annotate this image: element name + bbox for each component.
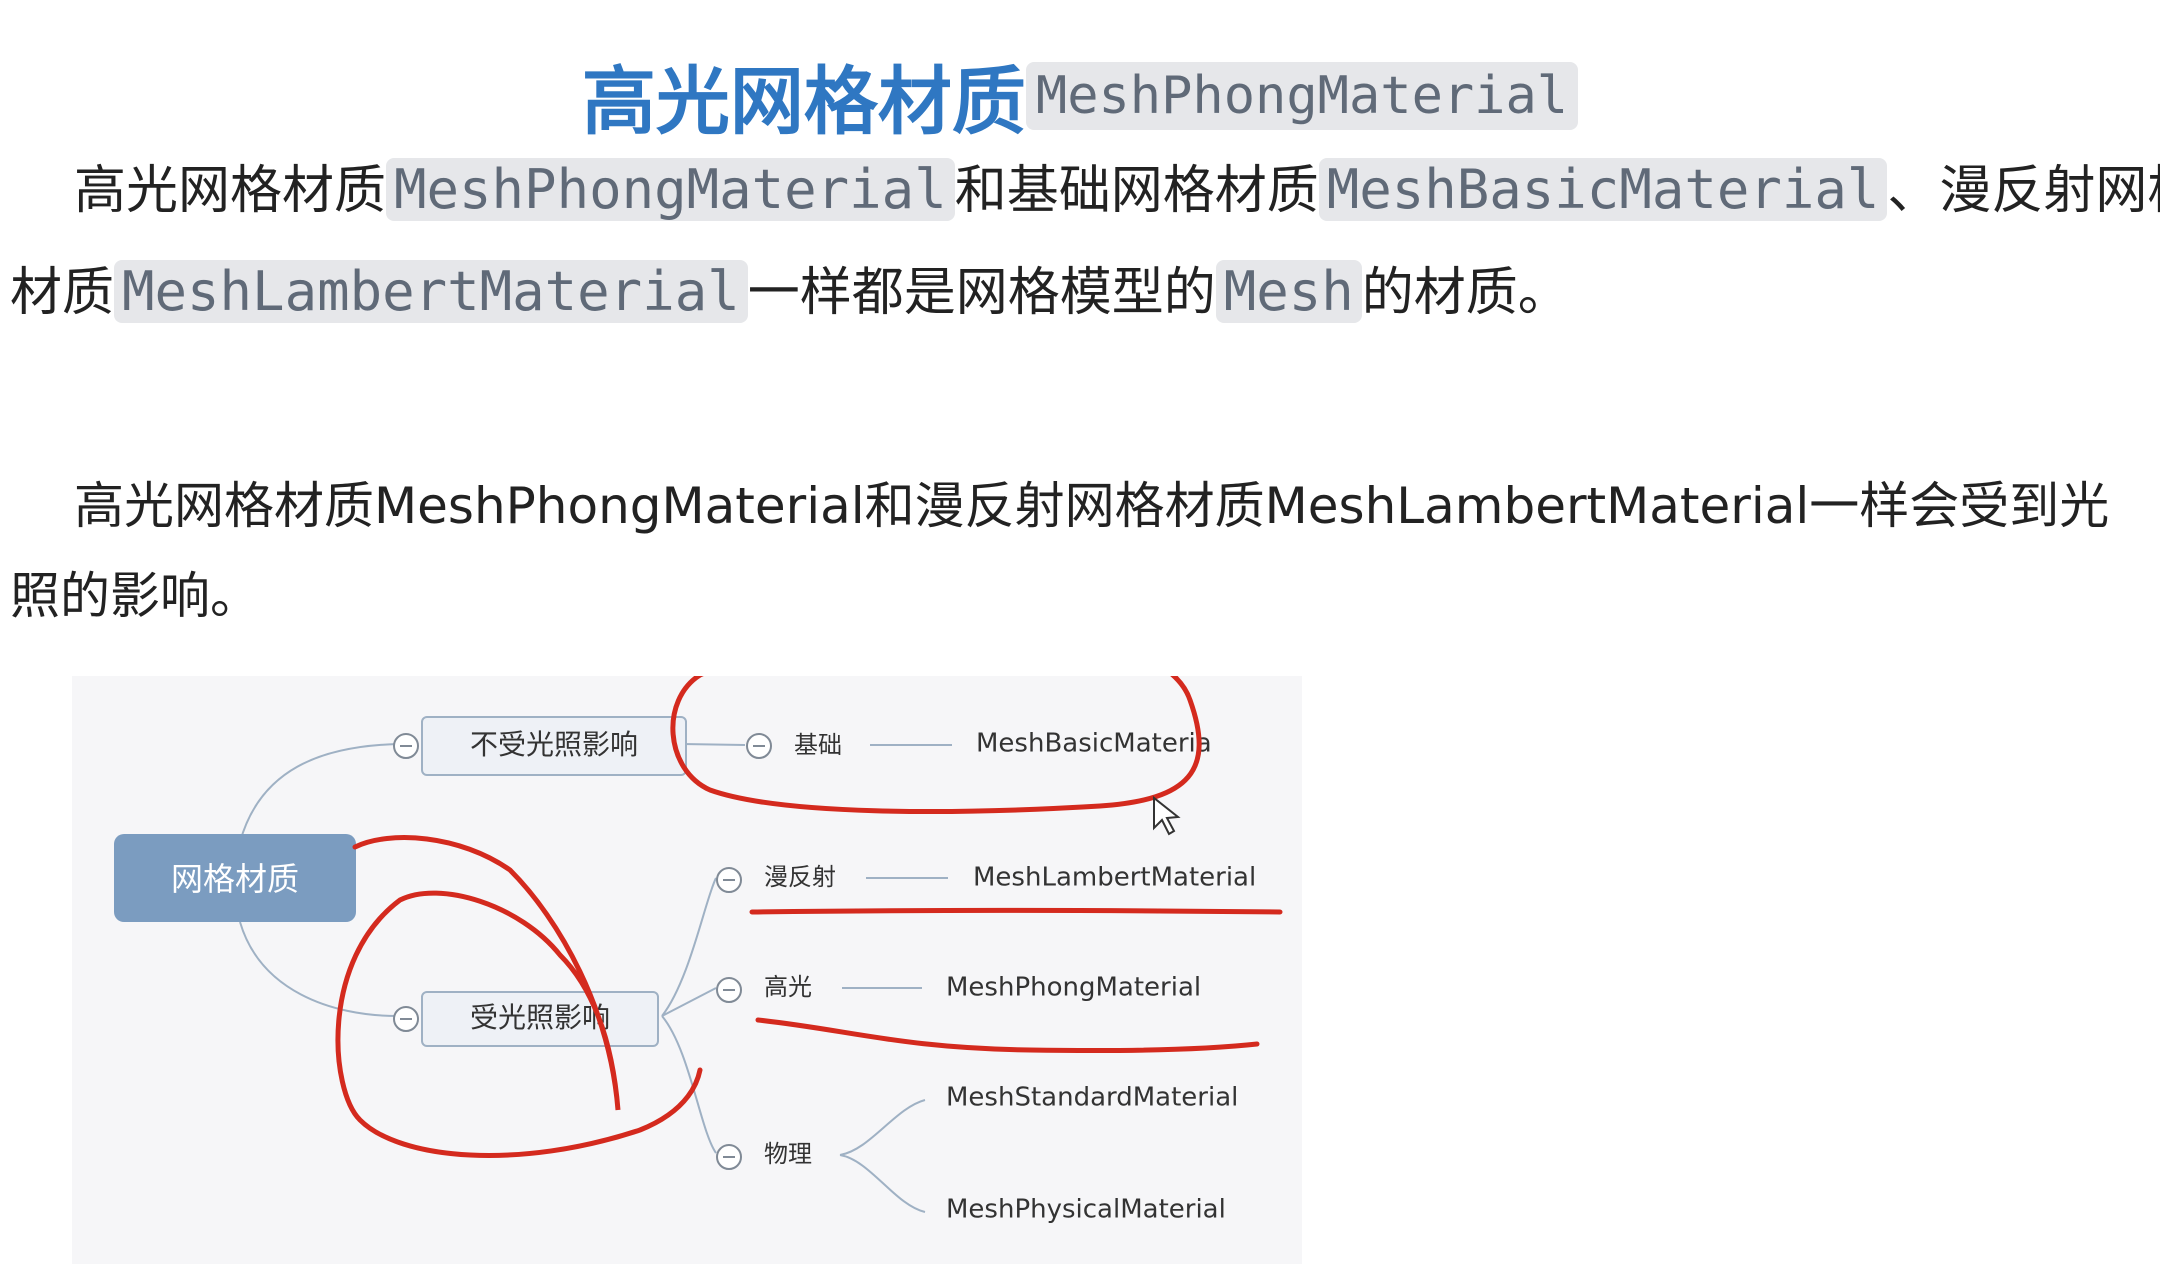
- branch-labels: 基础 漫反射 高光 物理: [764, 731, 842, 1168]
- collapse-icon[interactable]: [393, 733, 419, 759]
- leaf-lambert: MeshLambertMaterial: [973, 863, 1256, 893]
- unlit-node-label: 不受光照影响: [470, 728, 638, 761]
- material-mindmap: 网格材质 不受光照影响 受光照影响 基础 漫反射 高光 物理 MeshBasic…: [72, 676, 1302, 1264]
- red-circle-unlit: [670, 676, 1202, 814]
- p1-text-3: 、漫反射网格: [1887, 161, 2160, 221]
- p1-text-4: 材质: [10, 263, 115, 323]
- branch-lambert: 漫反射: [764, 863, 836, 891]
- root-node: [114, 834, 356, 922]
- leaf-standard: MeshStandardMaterial: [946, 1083, 1238, 1113]
- p1-code-4: Mesh: [1215, 260, 1362, 323]
- red-underline-phong: [755, 1017, 1260, 1054]
- collapse-icon[interactable]: [746, 733, 772, 759]
- unlit-node: [421, 716, 687, 776]
- p1-code-3: MeshLambertMaterial: [114, 260, 748, 323]
- collapse-icon[interactable]: [716, 977, 742, 1003]
- leaf-basic: MeshBasicMateria: [976, 729, 1212, 759]
- collapse-icons: [393, 733, 772, 1170]
- mouse-cursor-icon: [1153, 795, 1181, 836]
- p1-text-5: 一样都是网格模型的: [747, 263, 1216, 323]
- branch-basic: 基础: [794, 731, 842, 759]
- p1-text-6: 的材质。: [1361, 263, 1570, 323]
- collapse-icon[interactable]: [716, 1144, 742, 1170]
- paragraph-2-line-2: 照的影响。: [10, 567, 260, 625]
- title-text: 高光网格材质: [581, 59, 1026, 145]
- red-annotations: [335, 676, 1283, 1158]
- branch-physical: 物理: [764, 1140, 812, 1168]
- lit-node-label: 受光照影响: [470, 1001, 610, 1034]
- p1-code-2: MeshBasicMaterial: [1318, 158, 1888, 221]
- p1-code-1: MeshPhongMaterial: [386, 158, 955, 221]
- root-node-label: 网格材质: [171, 860, 299, 898]
- branch-phong: 高光: [764, 973, 812, 1001]
- material-leaves: MeshBasicMateria MeshLambertMaterial Mes…: [946, 729, 1256, 1225]
- paragraph-2-line-1: 高光网格材质MeshPhongMaterial和漫反射网格材质MeshLambe…: [74, 477, 2110, 535]
- red-underline-lambert: [749, 908, 1283, 915]
- p1-text-2: 和基础网格材质: [954, 161, 1319, 221]
- leaf-phong: MeshPhongMaterial: [946, 973, 1201, 1003]
- mindmap-connectors: [239, 743, 952, 1213]
- leaf-physical: MeshPhysicalMaterial: [946, 1195, 1226, 1225]
- title-code: MeshPhongMaterial: [1025, 61, 1579, 130]
- collapse-icon[interactable]: [716, 867, 742, 893]
- lit-node: [421, 991, 659, 1047]
- p1-text-1: 高光网格材质: [74, 161, 387, 221]
- collapse-icon[interactable]: [393, 1006, 419, 1032]
- red-circle-lit: [335, 835, 703, 1158]
